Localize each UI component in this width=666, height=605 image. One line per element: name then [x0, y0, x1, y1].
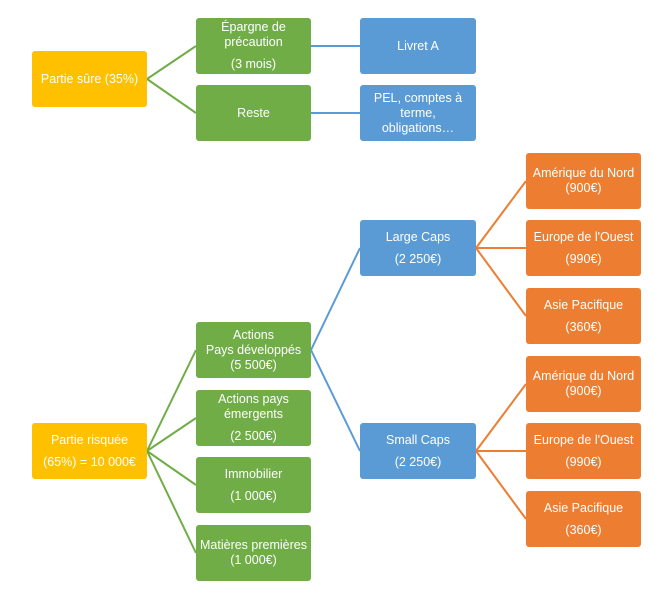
node-label: Amérique du Nord	[532, 166, 635, 180]
node-label: précaution	[224, 35, 283, 49]
node-label: Small Caps	[386, 432, 450, 447]
node-reste: Reste	[196, 85, 311, 141]
node-label: Reste	[237, 105, 270, 120]
node-lc-europe-ouest: Europe de l'Ouest (990€)	[526, 220, 641, 276]
node-label: Actions pays	[218, 392, 289, 406]
node-label: Large Caps	[385, 229, 451, 244]
node-label: Partie risquée	[50, 432, 129, 447]
connector-safe-reste	[146, 78, 197, 114]
node-label: Europe de l'Ouest	[533, 229, 634, 244]
node-livret-a: Livret A	[360, 18, 476, 74]
node-label: émergents	[223, 407, 284, 421]
connector-risky-actions-dev	[146, 349, 197, 452]
node-value: (65%) = 10 000€	[43, 454, 136, 469]
node-large-caps: Large Caps (2 250€)	[360, 220, 476, 276]
connector-risky-immobilier	[146, 450, 197, 486]
connector-actions-large	[310, 247, 361, 351]
connector-risky-actions-em	[146, 417, 197, 452]
node-value: (2 500€)	[230, 429, 277, 443]
node-label: Actions	[233, 327, 274, 342]
node-matieres-premieres: Matières premières (1 000€)	[196, 525, 311, 581]
node-value: (990€)	[565, 454, 602, 469]
node-actions-pays-emergents: Actions pays émergents (2 500€)	[196, 390, 311, 446]
node-label: Pays développés	[205, 342, 302, 357]
node-value: (360€)	[565, 522, 602, 537]
connector-large-amerique	[475, 180, 527, 249]
node-lc-asie-pacifique: Asie Pacifique (360€)	[526, 288, 641, 344]
node-label: terme, obligations…	[381, 105, 455, 135]
node-label: Partie sûre (35%)	[40, 71, 139, 86]
node-small-caps: Small Caps (2 250€)	[360, 423, 476, 479]
node-label: Matières premières	[200, 538, 307, 552]
node-partie-sure: Partie sûre (35%)	[32, 51, 147, 107]
node-value: (2 250€)	[394, 454, 442, 469]
node-label: Asie Pacifique	[543, 500, 624, 515]
node-lc-amerique-du-nord: Amérique du Nord (900€)	[526, 153, 641, 209]
node-label: Livret A	[397, 38, 439, 53]
node-pel: PEL, comptes à terme, obligations…	[360, 85, 476, 141]
connector-large-asie	[475, 247, 527, 317]
node-value: (1 000€)	[230, 553, 277, 567]
connector-safe-precaution	[146, 45, 197, 80]
node-label: Immobilier	[224, 466, 283, 481]
node-value: (2 250€)	[394, 251, 442, 266]
node-value: (5 500€)	[230, 357, 277, 372]
node-value: (900€)	[565, 384, 602, 398]
connector-actions-small	[310, 349, 361, 452]
node-label: Épargne de	[221, 20, 286, 34]
node-label: PEL, comptes à	[373, 90, 463, 105]
node-sc-europe-ouest: Europe de l'Ouest (990€)	[526, 423, 641, 479]
connector-small-asie	[475, 450, 527, 520]
node-epargne-precaution: Épargne de précaution (3 mois)	[196, 18, 311, 74]
node-value: (360€)	[565, 319, 602, 334]
node-sc-amerique-du-nord: Amérique du Nord (900€)	[526, 356, 641, 412]
node-value: (990€)	[565, 251, 602, 266]
node-sc-asie-pacifique: Asie Pacifique (360€)	[526, 491, 641, 547]
node-actions-pays-developpes: Actions Pays développés (5 500€)	[196, 322, 311, 378]
node-value: (1 000€)	[230, 488, 277, 503]
connector-small-amerique	[475, 383, 527, 452]
connector-risky-matieres	[146, 450, 197, 554]
node-label: Europe de l'Ouest	[533, 432, 634, 447]
node-partie-risquee: Partie risquée (65%) = 10 000€	[32, 423, 147, 479]
node-value: (900€)	[565, 181, 602, 195]
node-label: Asie Pacifique	[543, 297, 624, 312]
node-immobilier: Immobilier (1 000€)	[196, 457, 311, 513]
node-value: (3 mois)	[230, 57, 277, 71]
node-label: Amérique du Nord	[532, 369, 635, 383]
